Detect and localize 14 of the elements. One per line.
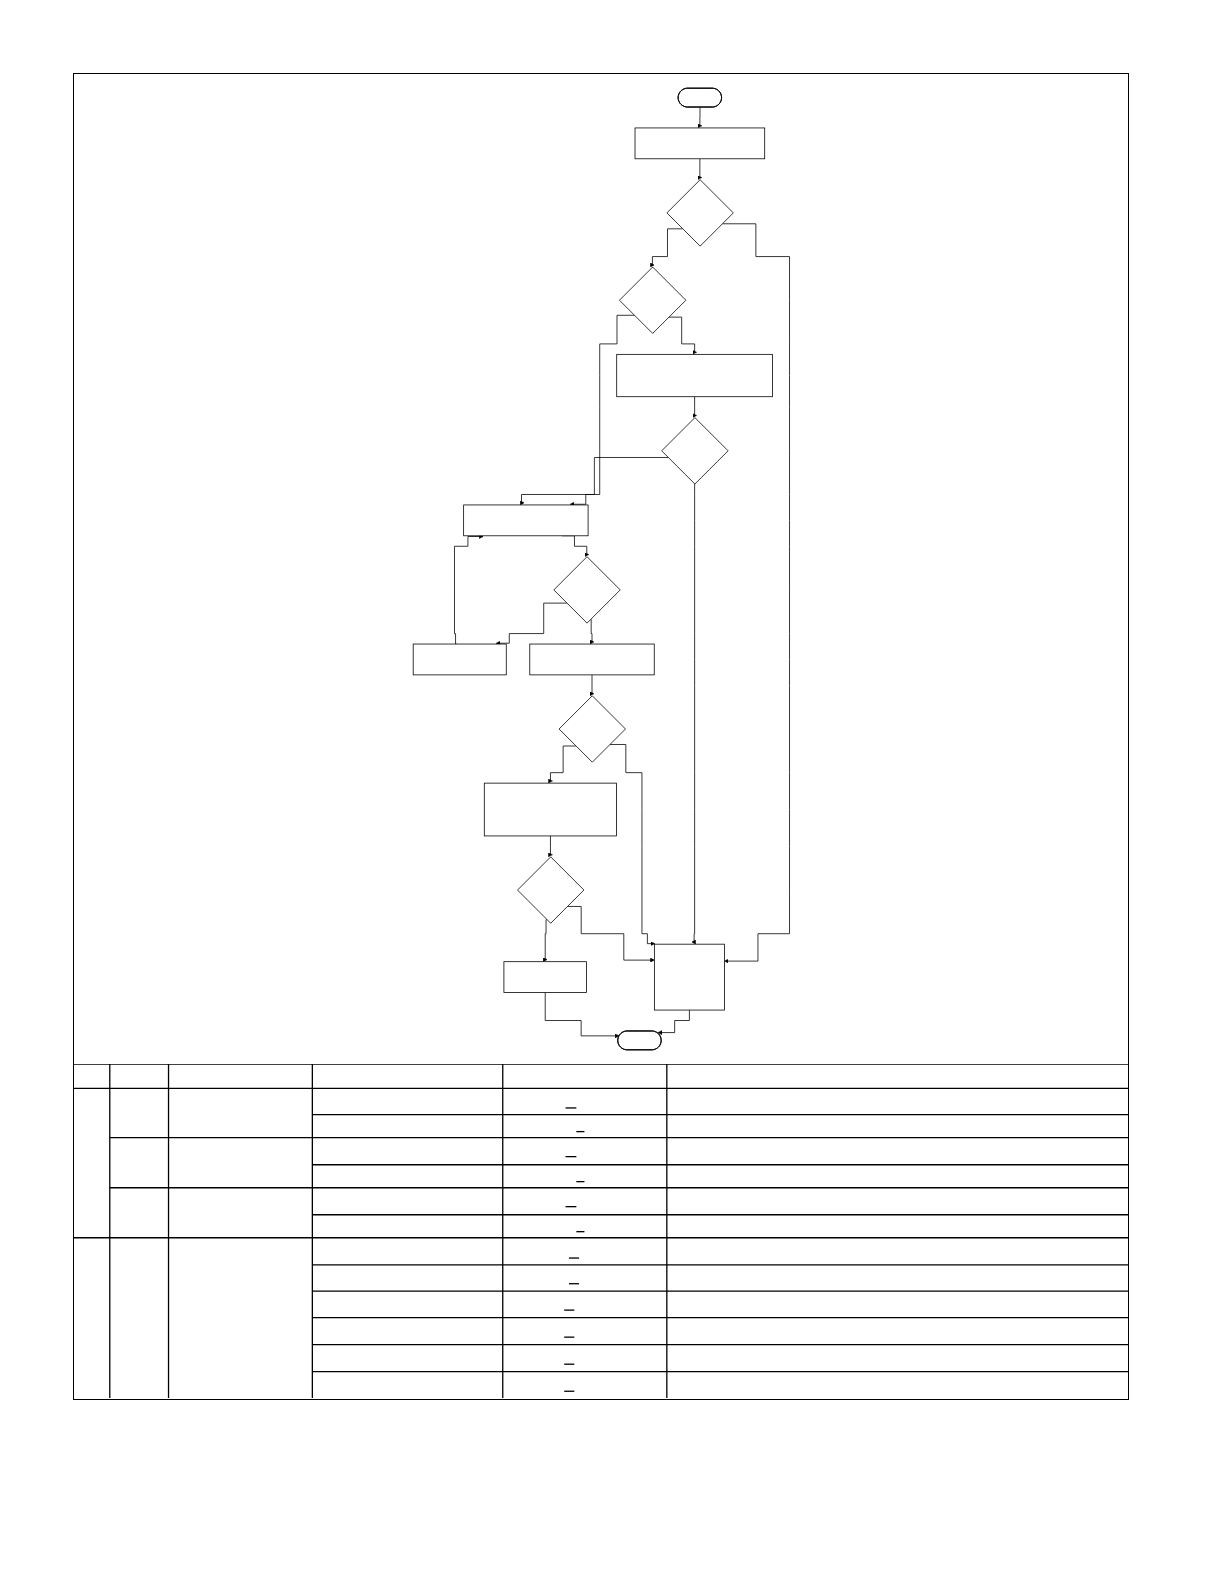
node-box xyxy=(615,353,773,398)
node-box xyxy=(462,504,589,537)
node-diamond xyxy=(516,856,584,924)
node-diamond xyxy=(618,266,686,334)
node-diamond xyxy=(660,417,729,485)
node-box xyxy=(412,643,507,676)
node-box xyxy=(634,127,765,160)
node-diamond xyxy=(553,556,621,624)
node-box xyxy=(503,961,587,993)
node-diamond xyxy=(666,179,734,247)
node-box xyxy=(483,782,617,837)
node-box xyxy=(529,643,655,676)
node-box xyxy=(653,943,725,1011)
node-diamond xyxy=(558,695,626,763)
